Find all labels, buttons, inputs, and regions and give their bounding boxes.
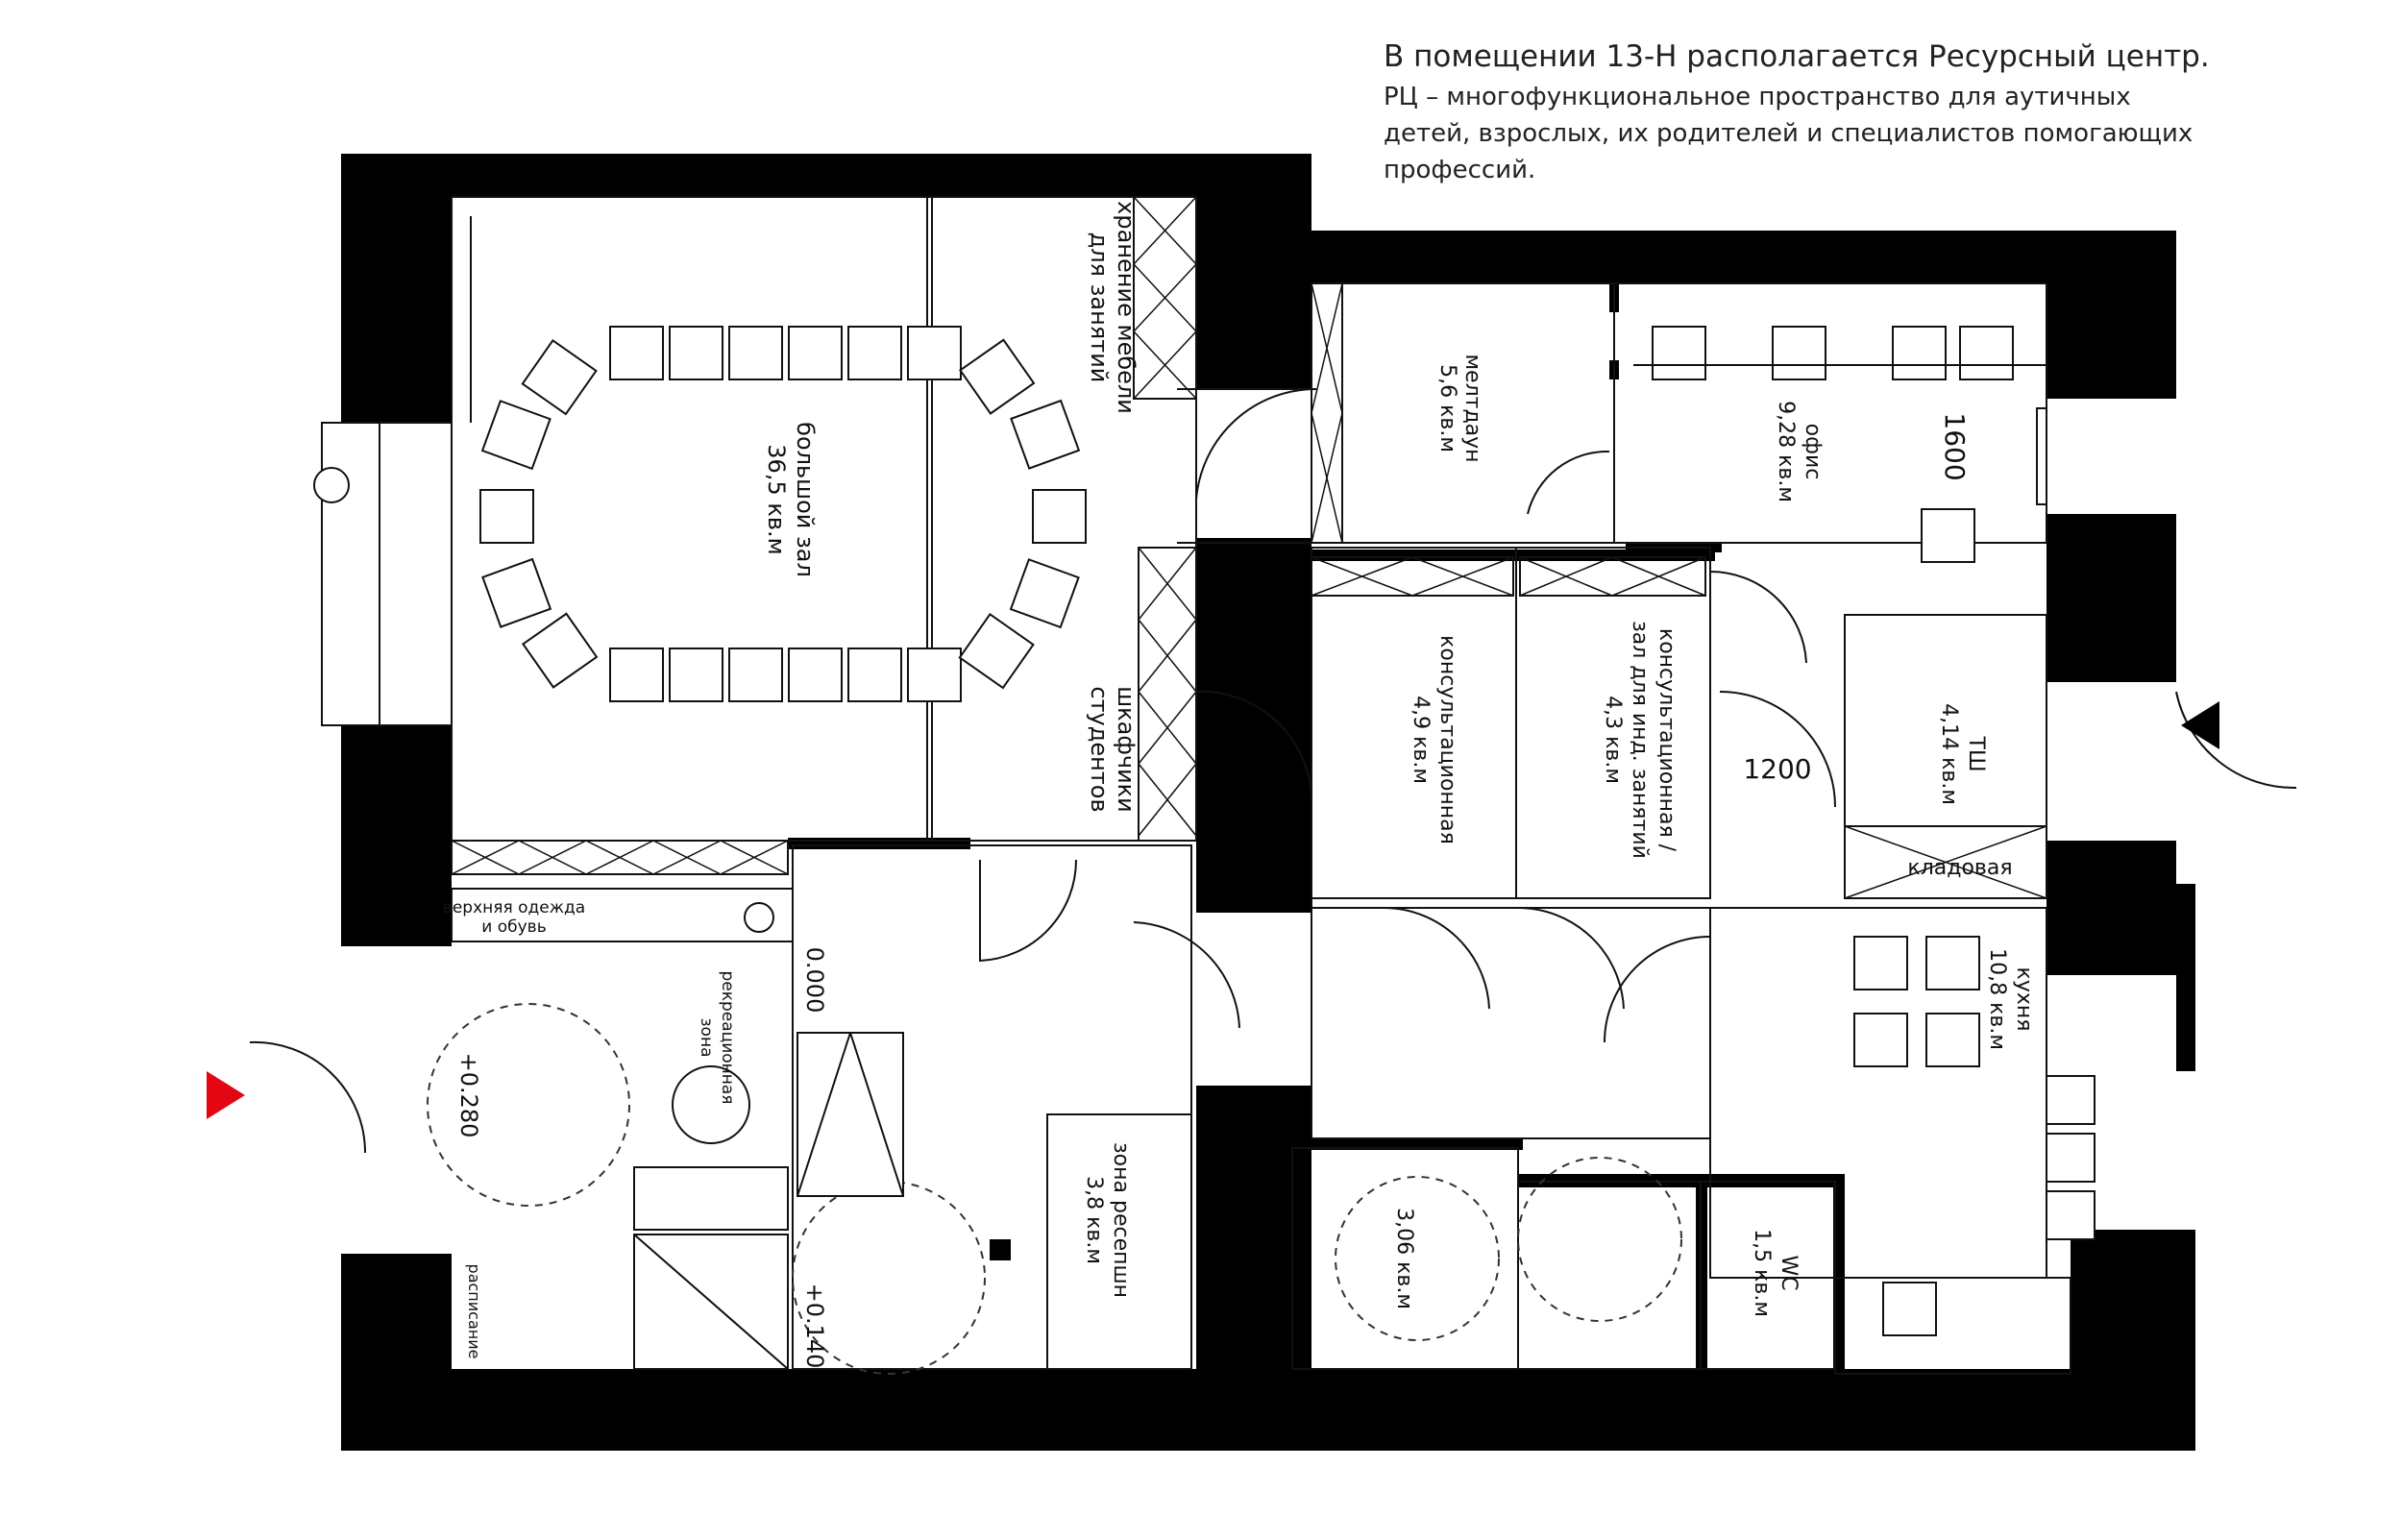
wardrobe-label-1: верхняя одежда xyxy=(443,898,585,917)
storage-label-2: для занятий xyxy=(1086,232,1113,383)
office-area: 9,28 кв.м xyxy=(1774,401,1798,502)
wardrobe-label-2: и обувь xyxy=(481,917,546,937)
consult2-label-1: консультационная / xyxy=(1654,628,1679,852)
description: В помещении 13-Н располагается Ресурсный… xyxy=(1384,35,2344,188)
hall-area: 36,5 кв.м xyxy=(763,444,790,554)
consult2-label-2: зал для инд. занятий xyxy=(1628,621,1652,859)
lockers-label-2: студентов xyxy=(1086,686,1113,812)
description-line-4: профессий. xyxy=(1384,156,1536,184)
exit-arrow-icon xyxy=(2181,701,2219,749)
lockers-label-1: шкафчики xyxy=(1113,686,1140,813)
hall-name: большой зал xyxy=(792,422,819,577)
reception-area: 3,8 кв.м xyxy=(1082,1176,1106,1264)
office-name: офис xyxy=(1801,424,1825,480)
description-line-2: РЦ – многофункциональное пространство дл… xyxy=(1384,83,2131,111)
kitchen-furniture xyxy=(1853,936,2096,1336)
meltdown-name: мелтдаун xyxy=(1460,354,1484,462)
shower-name: ТШ xyxy=(1964,736,1988,772)
wc-name: WC xyxy=(1777,1255,1801,1290)
doors xyxy=(249,387,2297,1154)
dimension-1200: 1200 xyxy=(1743,753,1811,785)
hall-furniture xyxy=(313,216,1087,726)
schedule-label: расписание xyxy=(465,1264,483,1359)
wc-area: 1,5 кв.м xyxy=(1750,1229,1774,1317)
level-280: +0.280 xyxy=(455,1053,482,1138)
level-0: 0.000 xyxy=(801,947,828,1014)
level-140: +0.140 xyxy=(801,1283,828,1369)
dimension-1600: 1600 xyxy=(1939,412,1971,480)
wc2-area: 3,06 кв.м xyxy=(1392,1208,1416,1309)
meltdown-area: 5,6 кв.м xyxy=(1435,364,1459,452)
consult-area: 4,9 кв.м xyxy=(1409,696,1433,784)
reception-name: зона ресепшн xyxy=(1109,1142,1133,1298)
storage-label-1: хранение мебели xyxy=(1113,201,1140,414)
recreation-label-1: рекреационная xyxy=(718,970,737,1104)
labels: большой зал 36,5 кв.м хранение мебели дл… xyxy=(443,201,2036,1368)
office-furniture xyxy=(1633,326,2047,563)
entrance-arrow-icon xyxy=(207,1071,245,1119)
description-line-1: В помещении 13-Н располагается Ресурсный… xyxy=(1384,39,2210,74)
consult2-area: 4,3 кв.м xyxy=(1601,696,1625,784)
kitchen-name: кухня xyxy=(2012,967,2036,1032)
reception-furniture xyxy=(633,902,1192,1370)
kitchen-area: 10,8 кв.м xyxy=(1985,948,2009,1050)
recreation-label-2: зона xyxy=(697,1018,716,1058)
description-line-3: детей, взрослых, их родителей и специали… xyxy=(1384,119,2194,148)
pantry-name: кладовая xyxy=(1907,856,2012,880)
walls xyxy=(341,154,2195,1451)
shower-area: 4,14 кв.м xyxy=(1937,703,1961,805)
consult-name: консультационная xyxy=(1435,635,1459,844)
